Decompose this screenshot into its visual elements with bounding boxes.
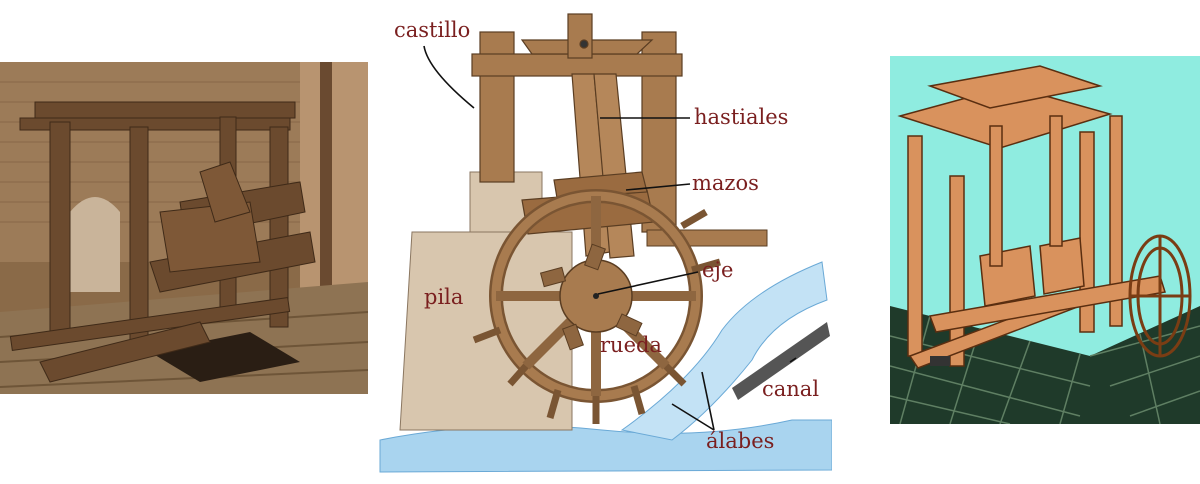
label-rueda: rueda bbox=[600, 333, 662, 357]
label-alabes: álabes bbox=[706, 429, 774, 453]
diagram-svg: castillo hastiales mazos eje pila rueda … bbox=[379, 13, 833, 473]
pila-trough bbox=[399, 231, 573, 431]
photo-fulling-mill bbox=[0, 62, 369, 394]
castillo-leader bbox=[423, 45, 475, 109]
hastiales bbox=[571, 73, 635, 259]
label-mazos: mazos bbox=[692, 171, 759, 195]
label-canal: canal bbox=[762, 377, 819, 401]
water-flow bbox=[620, 261, 828, 441]
alabes-leader-1 bbox=[701, 371, 715, 431]
mazos-leader bbox=[625, 183, 691, 191]
label-castillo: castillo bbox=[394, 18, 470, 42]
model-render bbox=[889, 56, 1200, 425]
rueda-wheel bbox=[472, 189, 721, 424]
photo-image bbox=[0, 62, 369, 394]
eje-leader bbox=[597, 271, 699, 295]
fulling-mill-diagram: castillo hastiales mazos eje pila rueda … bbox=[372, 0, 833, 480]
label-eje: eje bbox=[702, 258, 733, 282]
label-pila: pila bbox=[424, 285, 463, 309]
label-hastiales: hastiales bbox=[694, 105, 788, 129]
canal-chute bbox=[732, 322, 830, 400]
canal-leader bbox=[789, 357, 797, 363]
alabes-leader-2 bbox=[671, 403, 715, 431]
model-image bbox=[889, 56, 1200, 425]
castillo-frame bbox=[471, 13, 683, 233]
